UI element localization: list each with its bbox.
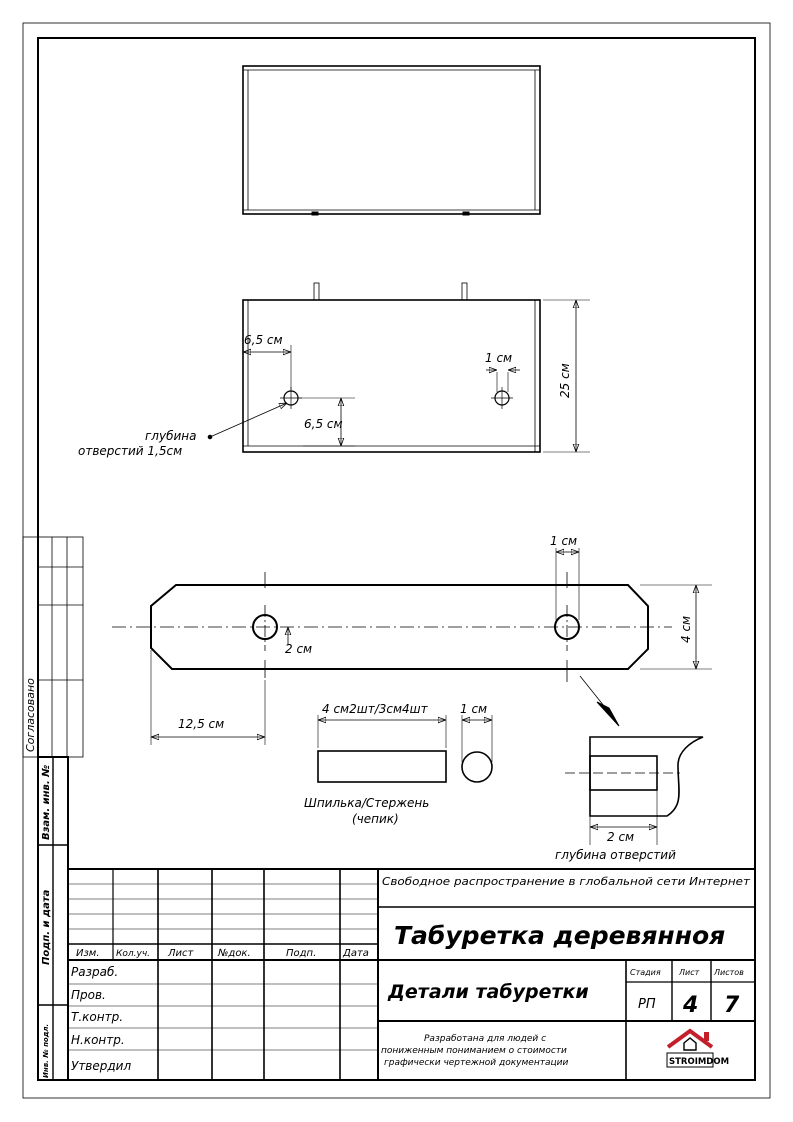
tb-free-distribution: Свободное распространение в глобальной с… (382, 875, 751, 888)
tb-free-distribution-text: Свободное распространение в глобальной с… (382, 875, 751, 888)
dim-left-offset: 6,5 см (244, 333, 283, 347)
dim-section-depth: 2 см (607, 830, 634, 844)
tb-stage-label: Стадия (630, 968, 661, 977)
tb-sheet-value: 4 (682, 993, 698, 1018)
stamp-inv-orig: Инв. № подл. (42, 1024, 50, 1078)
tb-col-doc: №док. (217, 948, 251, 959)
tb-sheet-label: Лист (678, 968, 700, 977)
dim-hole-diameter: 1 см (485, 351, 512, 365)
stroimdom-logo: STROIMDOM (666, 1028, 729, 1068)
dim-bar-height: 4 см (679, 616, 693, 643)
dim-bar-hole-width: 1 см (550, 534, 577, 548)
stamp-inv-replace: Взам. инв. № (41, 765, 52, 840)
tb-stage-value: РП (638, 997, 656, 1012)
tb-role-checker: Пров. (71, 988, 106, 1002)
tb-sheets-label: Листов (713, 968, 744, 977)
tb-note-line3: графически чертежной документации (384, 1058, 568, 1068)
dim-bar-center: 2 см (285, 642, 312, 656)
tb-title: Табуретка деревянноя (394, 921, 725, 950)
top-view (242, 65, 541, 216)
logo-text: STROIMDOM (669, 1057, 729, 1067)
crossbar-view (112, 548, 712, 745)
middle-view (207, 282, 590, 453)
dim-pin-diameter: 1 см (460, 702, 487, 716)
stamp-sign-date: Подп. и дата (41, 889, 52, 965)
dim-pin-length: 4 см2шт/3см4шт (322, 702, 429, 716)
tb-note-line1: Разработана для людей с (424, 1034, 546, 1044)
tb-col-sign: Подп. (286, 948, 316, 959)
pin-caption-line2: (чепик) (352, 812, 399, 826)
detail-section-view (565, 675, 704, 845)
tb-col-izm: Изм. (76, 948, 100, 959)
tb-sheets-value: 7 (724, 993, 740, 1018)
hole-depth-note-line1: глубина (145, 429, 196, 443)
section-caption: глубина отверстий (555, 848, 676, 862)
pin-view (317, 715, 493, 783)
hole-depth-note-line2: отверстий 1,5см (78, 444, 182, 458)
tb-role-tcontrol: Т.контр. (71, 1010, 123, 1024)
tb-role-ncontrol: Н.контр. (71, 1033, 125, 1047)
pin-caption-line1: Шпилька/Стержень (304, 796, 429, 810)
dim-height-25: 25 см (558, 363, 572, 398)
tb-role-developer: Разраб. (71, 965, 118, 979)
tb-col-date: Дата (342, 948, 369, 959)
dim-vertical-offset: 6,5 см (304, 417, 343, 431)
title-block (67, 868, 755, 1080)
stamp-agreed: Согласовано (24, 678, 37, 752)
tb-note-line2: пониженным пониманием о стоимости (381, 1046, 567, 1056)
side-stamp (22, 536, 84, 1081)
tb-col-kolvo: Кол.уч. (116, 949, 150, 959)
tb-role-approver: Утвердил (71, 1059, 131, 1073)
tb-col-list: Лист (167, 948, 195, 959)
dim-bar-left: 12,5 см (178, 717, 224, 731)
tb-sheet-name: Детали табуретки (387, 981, 589, 1003)
